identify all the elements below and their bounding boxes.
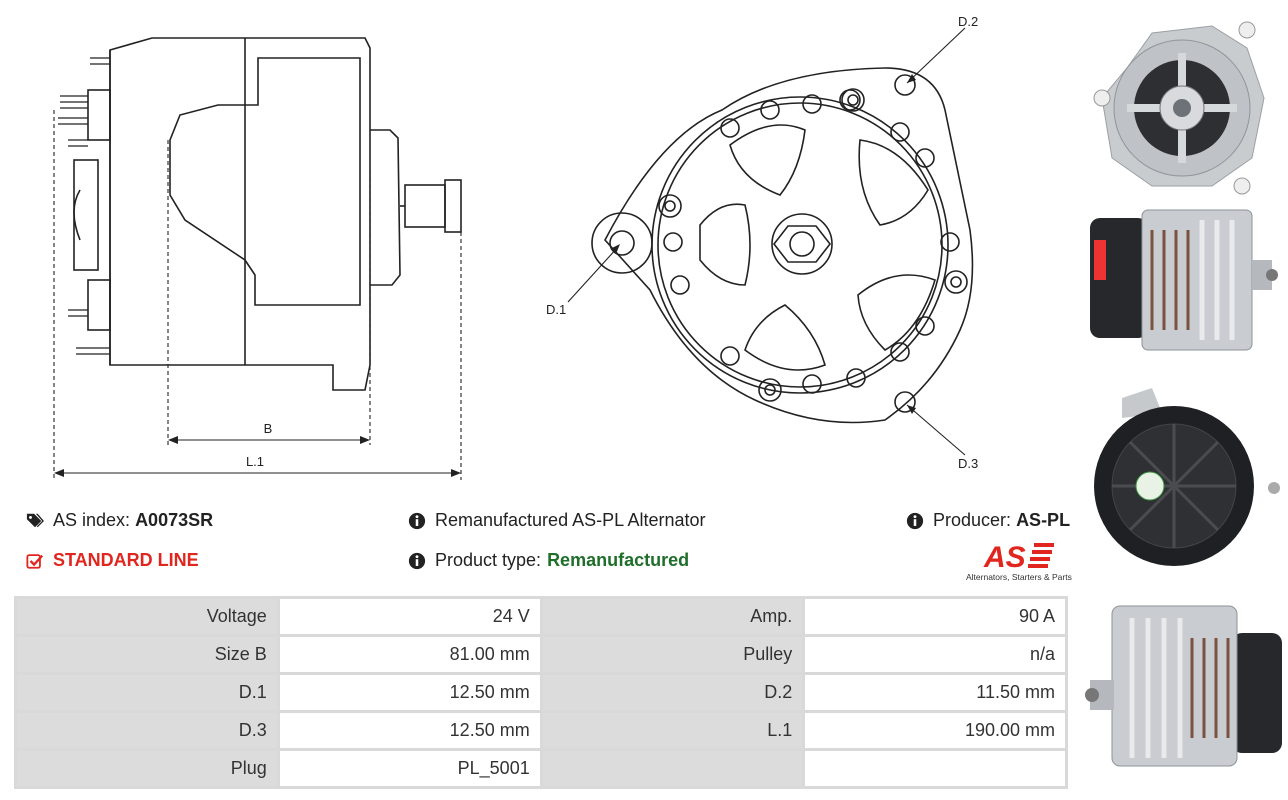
as-index-label: AS index: — [53, 510, 131, 530]
dim-label-l1: L.1 — [246, 454, 264, 469]
table-row: D.3 12.50 mm L.1 190.00 mm — [17, 713, 1065, 748]
info-circle-icon — [906, 512, 924, 529]
dim-label-d2: D.2 — [958, 14, 978, 29]
photo-side-view — [1090, 209, 1278, 351]
info-circle-icon — [408, 512, 426, 529]
info-circle-icon — [408, 552, 426, 569]
as-logo: AS Alternators, Starters & Parts — [962, 540, 1072, 584]
specs-table: Voltage 24 V Amp. 90 A Size B 81.00 mm P… — [14, 596, 1068, 789]
spec-value: PL_5001 — [279, 751, 540, 786]
check-square-icon — [26, 553, 44, 569]
spec-label: Voltage — [17, 599, 277, 634]
dim-label-b: B — [264, 421, 273, 436]
tags-icon — [26, 513, 44, 527]
spec-label: L.1 — [542, 713, 803, 748]
photo-front-view — [1093, 21, 1265, 195]
standard-line-row: STANDARD LINE — [26, 550, 199, 571]
producer-row: Producer: AS-PL — [906, 510, 1070, 531]
spec-label: Size B — [17, 637, 277, 672]
spec-value: 11.50 mm — [805, 675, 1065, 710]
spec-label: D.1 — [17, 675, 277, 710]
table-row: Size B 81.00 mm Pulley n/a — [17, 637, 1065, 672]
dim-label-d1: D.1 — [546, 302, 566, 317]
spec-value: 12.50 mm — [279, 713, 540, 748]
product-type-label: Product type: — [435, 550, 542, 570]
photo-side-view-2 — [1085, 605, 1282, 767]
product-type-value: Remanufactured — [547, 550, 690, 570]
dim-label-d3: D.3 — [958, 456, 978, 471]
product-title-row: Remanufactured AS-PL Alternator — [408, 510, 705, 531]
spec-value — [805, 751, 1065, 786]
logo-tagline: Alternators, Starters & Parts — [966, 572, 1072, 582]
spec-label: Amp. — [542, 599, 803, 634]
spec-label: D.2 — [542, 675, 803, 710]
spec-label — [542, 751, 803, 786]
producer-value: AS-PL — [1016, 510, 1071, 530]
product-type-row: Product type: Remanufactured — [408, 550, 689, 571]
table-row: Plug PL_5001 — [17, 751, 1065, 786]
as-index-row: AS index: A0073SR — [26, 510, 213, 531]
product-title: Remanufactured AS-PL Alternator — [435, 510, 706, 530]
table-row: D.1 12.50 mm D.2 11.50 mm — [17, 675, 1065, 710]
spec-value: 24 V — [279, 599, 540, 634]
photo-rear-view — [1094, 388, 1280, 566]
spec-label: Pulley — [542, 637, 803, 672]
side-view-drawing: B L.1 — [53, 37, 462, 480]
product-photos — [1082, 0, 1288, 800]
standard-line-label: STANDARD LINE — [53, 550, 199, 570]
spec-value: 190.00 mm — [805, 713, 1065, 748]
spec-label: D.3 — [17, 713, 277, 748]
front-view-drawing: D.1 D.2 D.3 — [546, 14, 978, 471]
spec-value: 81.00 mm — [279, 637, 540, 672]
producer-label: Producer: — [933, 510, 1012, 530]
spec-value: 90 A — [805, 599, 1065, 634]
as-logo-mark: AS — [983, 541, 1054, 574]
as-index-value: A0073SR — [135, 510, 214, 530]
spec-value: 12.50 mm — [279, 675, 540, 710]
as-logo-text: AS — [983, 541, 1026, 572]
spec-value: n/a — [805, 637, 1065, 672]
table-row: Voltage 24 V Amp. 90 A — [17, 599, 1065, 634]
spec-label: Plug — [17, 751, 277, 786]
